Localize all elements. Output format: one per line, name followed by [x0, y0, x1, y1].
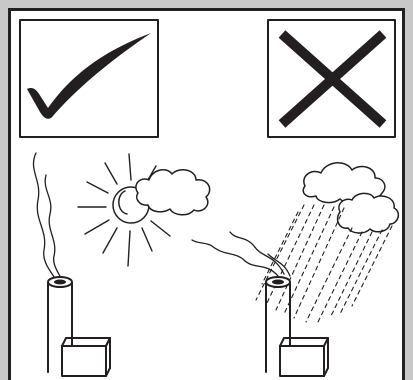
cloud-icon-sunny	[136, 170, 210, 215]
building-right	[280, 338, 328, 376]
rain-cloud-lower	[338, 193, 399, 233]
smoke-rising-left	[33, 153, 62, 280]
sun-crescent	[119, 191, 127, 214]
incorrect-box	[268, 20, 395, 137]
smoke-drifting-right	[192, 232, 290, 276]
building-left	[62, 338, 110, 376]
rain-clouds	[303, 163, 398, 233]
correct-box	[20, 20, 158, 137]
